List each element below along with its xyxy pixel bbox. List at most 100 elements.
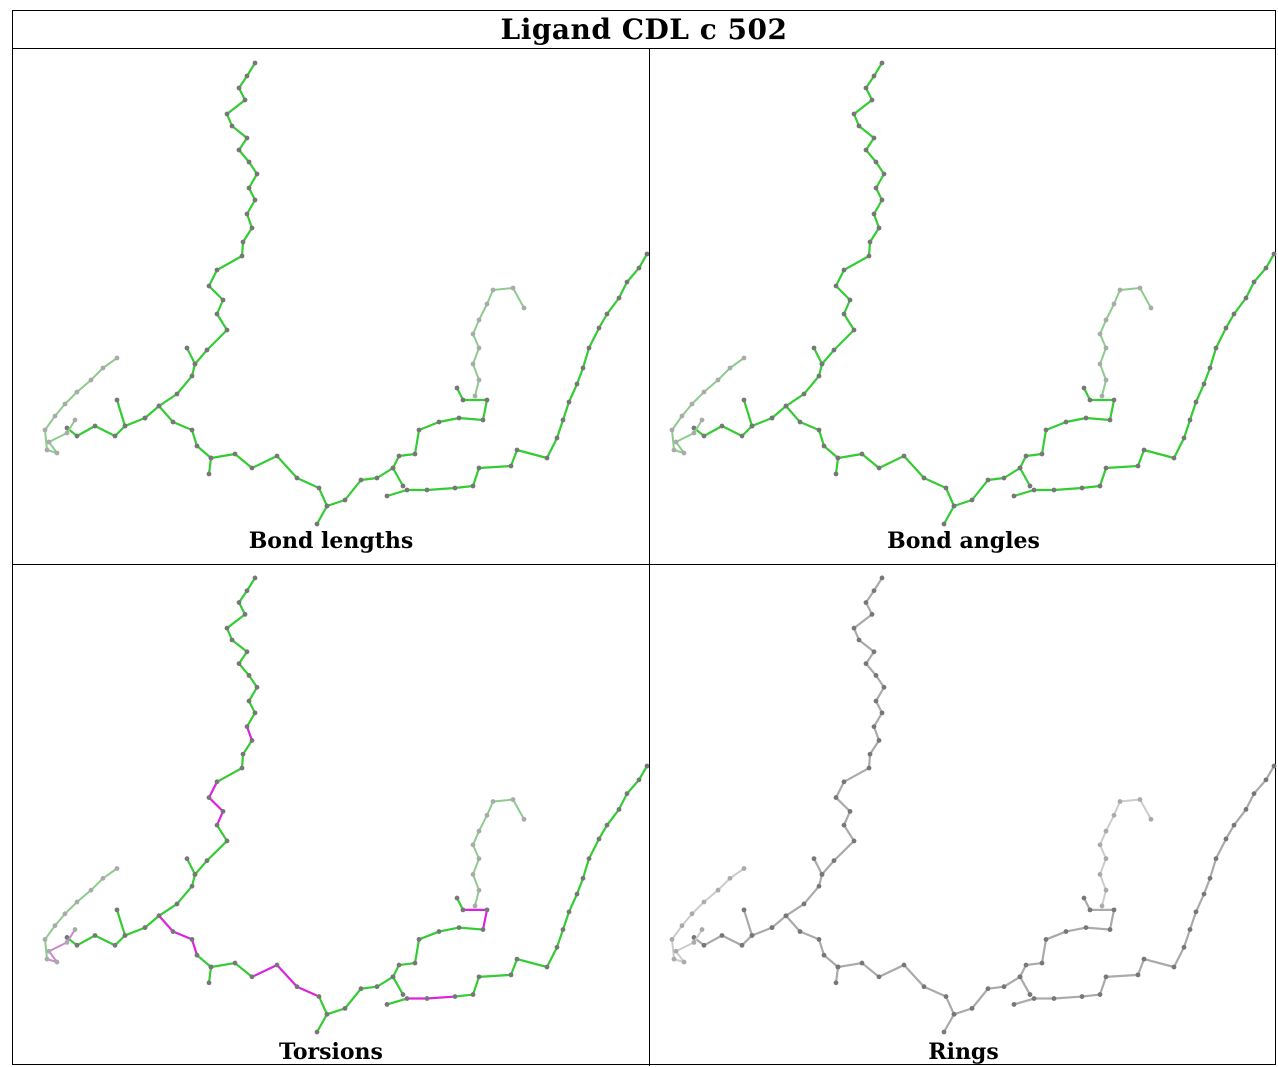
bond-stick	[1040, 428, 1048, 456]
bond-stick	[834, 456, 840, 476]
atom-dot	[879, 60, 885, 66]
bond-stick	[48, 941, 68, 953]
bond-stick	[832, 839, 856, 862]
bond-stick	[1052, 486, 1084, 492]
bond-stick	[225, 613, 247, 630]
atom-dot	[1043, 937, 1049, 942]
bond-stick	[691, 900, 705, 915]
bond-stick	[784, 902, 806, 917]
atom-dot	[476, 345, 482, 351]
bond-stick	[1208, 346, 1218, 370]
atom-dot	[869, 97, 875, 103]
atom-dot	[214, 267, 220, 273]
atom-dot	[636, 777, 642, 783]
atom-dot	[719, 423, 725, 429]
bond-stick	[1099, 319, 1107, 335]
atom-dot	[1097, 872, 1103, 877]
bond-stick	[874, 686, 886, 703]
atom-dot	[701, 433, 707, 439]
atom-dot	[192, 361, 198, 367]
bond-stick	[872, 725, 881, 742]
atom-dot	[92, 423, 98, 429]
atom-dot	[869, 611, 875, 617]
atom-dot	[52, 413, 58, 419]
bond-stick	[250, 454, 279, 470]
atom-dot	[192, 872, 198, 877]
bond-stick	[215, 254, 244, 272]
atom-dot	[816, 373, 822, 379]
bond-stick	[512, 798, 525, 821]
atom-dot	[1027, 483, 1033, 489]
bond-stick	[561, 910, 571, 931]
atom-dot	[490, 287, 496, 293]
molecule-view-bond-angles	[669, 60, 1277, 527]
atom-dot	[472, 903, 478, 909]
atom-dot	[881, 171, 887, 177]
atom-dot	[580, 875, 586, 881]
atom-dot	[254, 171, 260, 177]
atom-dot	[480, 417, 486, 423]
bond-stick	[1099, 830, 1107, 846]
atom-dot	[1251, 279, 1257, 285]
atom-dot	[1193, 909, 1199, 915]
atom-dot	[856, 123, 862, 129]
atom-dot	[1039, 960, 1045, 966]
atom-dot	[1148, 305, 1154, 311]
bond-stick	[478, 303, 488, 321]
bond-stick	[457, 416, 485, 422]
atom-dot	[239, 253, 245, 259]
bond-stick	[193, 859, 209, 876]
bond-stick	[1244, 792, 1256, 811]
atom-dot	[741, 866, 747, 871]
bond-stick	[625, 266, 641, 284]
atom-dot	[1083, 925, 1089, 930]
atom-dot	[232, 960, 238, 966]
bond-stick	[864, 662, 878, 677]
bond-stick	[750, 416, 774, 428]
atom-dot	[244, 73, 250, 79]
panel-torsions: Torsions	[13, 565, 649, 1066]
atom-dot	[863, 85, 869, 91]
atom-dot	[833, 471, 839, 477]
atom-dot	[841, 822, 847, 828]
bond-stick	[1080, 993, 1102, 998]
atom-dot	[294, 475, 300, 481]
atom-dot	[749, 423, 755, 429]
atom-dot	[396, 962, 402, 968]
bond-stick	[233, 452, 254, 470]
atom-dot	[220, 297, 226, 303]
atom-dot	[189, 883, 195, 889]
bond-stick	[842, 810, 852, 827]
bond-stick	[1188, 400, 1198, 422]
atom-dot	[616, 295, 622, 301]
atom-dot	[699, 417, 705, 423]
atom-dot	[508, 972, 514, 978]
bond-stick	[597, 824, 609, 841]
bond-stick	[375, 466, 395, 480]
atom-dot	[514, 447, 520, 453]
bond-stick	[474, 889, 480, 907]
bond-stick	[325, 498, 347, 508]
atom-dot	[1111, 907, 1117, 913]
atom-dot	[1107, 927, 1113, 932]
atom-dot	[112, 433, 118, 439]
atom-dot	[424, 996, 430, 1001]
atom-dot	[943, 485, 949, 491]
atom-dot	[941, 1029, 947, 1035]
atom-dot	[74, 899, 80, 905]
bond-stick	[834, 780, 846, 799]
atom-dot	[206, 283, 212, 289]
atom-dot	[324, 503, 330, 509]
atom-dot	[876, 738, 882, 743]
atom-dot	[943, 994, 949, 999]
bond-stick	[1002, 975, 1022, 988]
atom-dot	[246, 159, 252, 165]
bond-stick	[1018, 975, 1032, 996]
atom-dot	[454, 385, 460, 391]
atom-dot	[1171, 964, 1177, 970]
atom-dot	[122, 933, 128, 938]
bond-stick	[509, 958, 519, 976]
bond-stick	[581, 346, 591, 370]
atom-dot	[616, 807, 622, 812]
atom-dot	[206, 795, 212, 800]
